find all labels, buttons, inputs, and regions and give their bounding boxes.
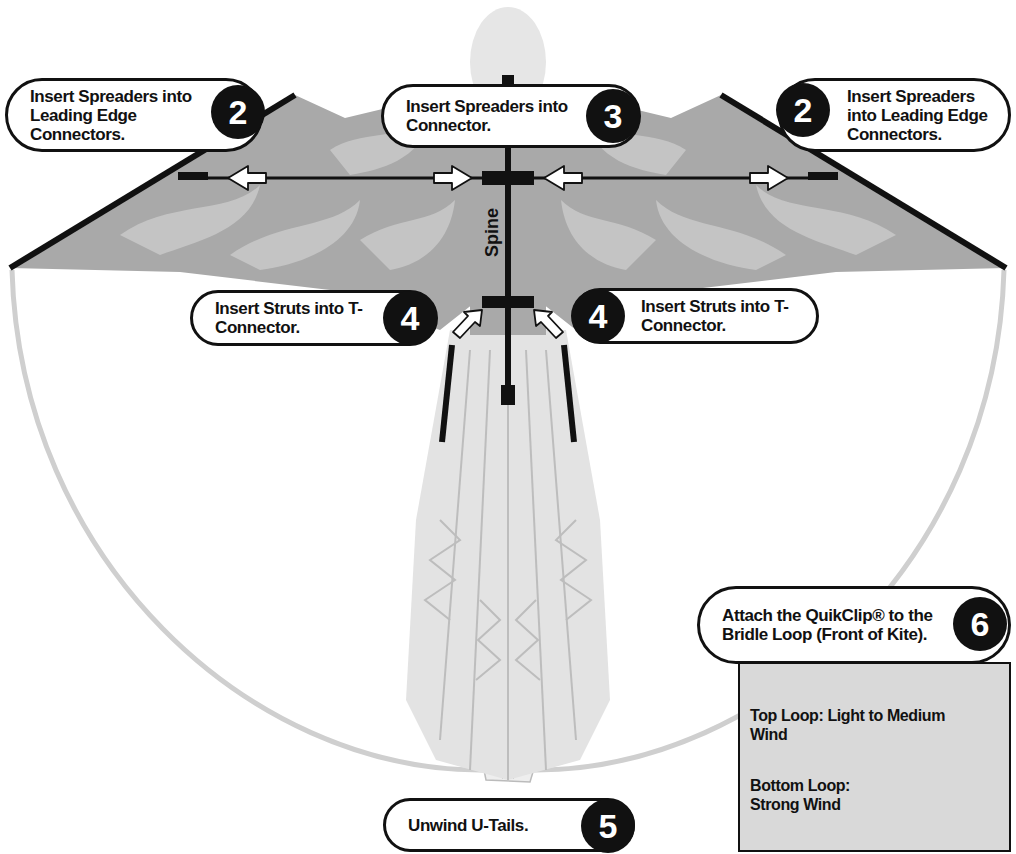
wind-note: Top Loop: Light to Medium Wind	[750, 706, 950, 744]
step-instruction: Insert Struts into T-Connector.	[215, 299, 373, 337]
callout-number: 2	[776, 83, 830, 137]
step-instruction: Unwind U-Tails.	[408, 816, 570, 835]
step-instruction: Insert Struts into T-Connector.	[641, 297, 798, 335]
callout-number: 4	[571, 289, 625, 343]
leading-edge-connector	[808, 172, 838, 180]
step-instruction: Insert Spreaders into Leading Edge Conne…	[847, 87, 990, 144]
step-instruction: Insert Spreaders into Connector.	[406, 97, 576, 135]
callout-number: 4	[383, 291, 437, 345]
connector	[482, 171, 534, 185]
t-connector	[482, 296, 534, 308]
part-label: Spine	[482, 206, 503, 259]
callout-number: 6	[953, 597, 1007, 651]
strut	[564, 345, 574, 442]
feather-lines	[425, 350, 591, 780]
spine-cap	[501, 385, 515, 405]
callout-number: 5	[581, 799, 635, 853]
callout-number: 3	[586, 89, 640, 143]
step-instruction: Attach the QuikClip® to the Bridle Loop …	[722, 606, 946, 644]
strut	[442, 345, 452, 442]
leading-edge-connector	[178, 172, 208, 180]
wind-guide-panel: Top Loop: Light to Medium WindBottom Loo…	[738, 662, 1011, 852]
tail-feathers	[406, 330, 610, 780]
step-instruction: Insert Spreaders into Leading Edge Conne…	[30, 87, 198, 144]
callout-number: 2	[211, 85, 265, 139]
wind-note: Bottom Loop: Strong Wind	[750, 776, 900, 814]
